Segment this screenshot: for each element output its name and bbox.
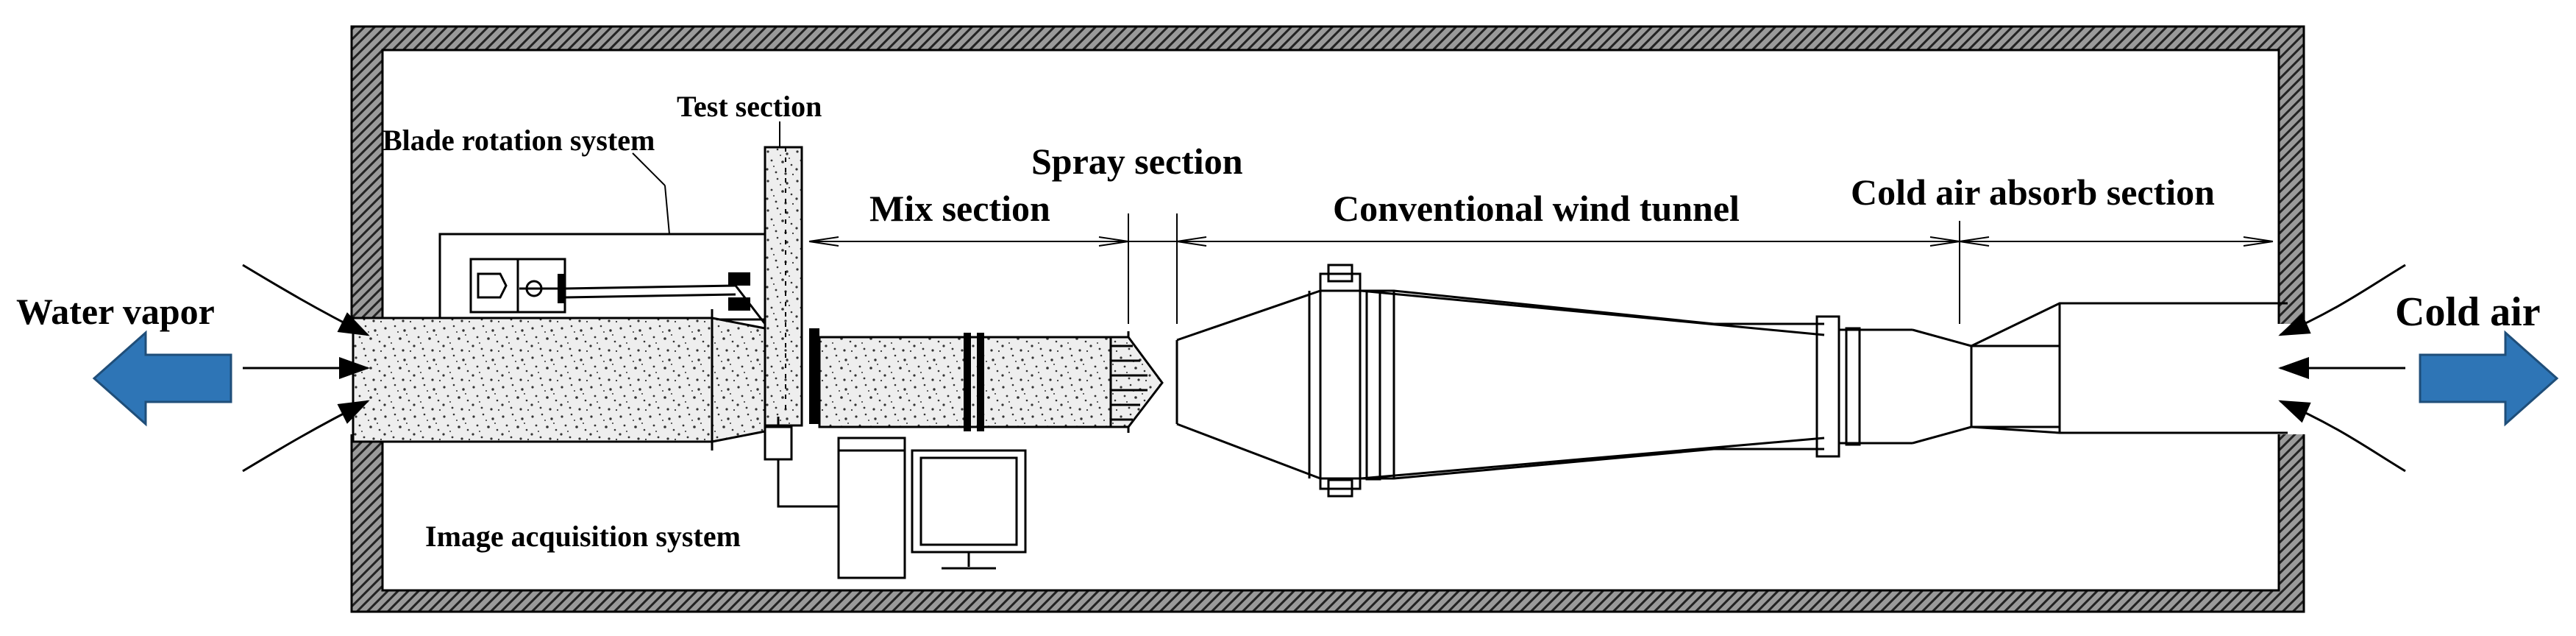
wind-tunnel-body xyxy=(1175,264,2288,498)
exhaust-flow-lines xyxy=(242,264,370,473)
discharge-pipe xyxy=(352,309,766,451)
test-section xyxy=(764,146,819,427)
cold-air-arrow xyxy=(2419,330,2559,427)
label-blade-rotation-system: Blade rotation system xyxy=(383,124,655,157)
mix-section-pipe xyxy=(818,331,1164,433)
label-test-section: Test section xyxy=(677,90,822,123)
label-image-acquisition-system: Image acquisition system xyxy=(425,520,741,553)
water-vapor-arrow xyxy=(92,330,232,427)
image-acquisition-system xyxy=(764,417,1027,579)
label-cold-air-absorb-section: Cold air absorb section xyxy=(1851,172,2215,213)
label-conventional-wind-tunnel: Conventional wind tunnel xyxy=(1333,188,1740,229)
enclosure-wall xyxy=(346,25,2310,613)
label-cold-air: Cold air xyxy=(2395,289,2541,335)
intake-flow-lines xyxy=(2278,264,2406,473)
label-mix-section: Mix section xyxy=(869,188,1050,229)
label-spray-section: Spray section xyxy=(1031,141,1243,182)
blade-rotation-box xyxy=(438,233,787,325)
label-water-vapor: Water vapor xyxy=(16,291,215,332)
dimension-lines xyxy=(632,121,2274,324)
